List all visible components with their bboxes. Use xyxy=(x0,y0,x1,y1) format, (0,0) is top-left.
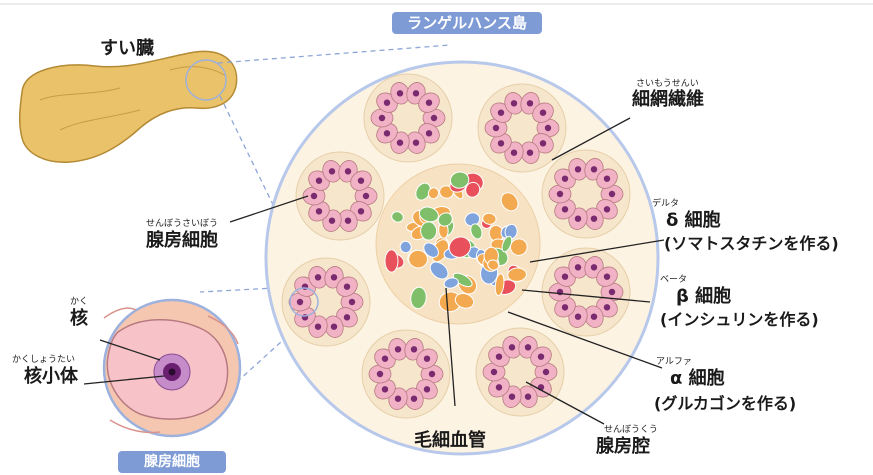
nucleus-label: 核 xyxy=(70,310,88,328)
reticular-fiber-ruby: さいもうせんい xyxy=(636,80,699,89)
pancreas-organ xyxy=(20,51,237,162)
acinus xyxy=(282,258,370,346)
delta-role: (ソマトスタチンを作る) xyxy=(664,236,839,252)
acinus xyxy=(296,152,384,240)
islet-title-pill: ランゲルハンス島 xyxy=(392,12,542,34)
nucleolus-ruby: かくしょうたい xyxy=(12,356,75,365)
acinus xyxy=(542,150,630,238)
alpha-label: α 細胞 xyxy=(670,370,725,388)
acinar-cell-ruby: せんぼうさいぼう xyxy=(146,220,218,229)
nucleus-ruby: かく xyxy=(70,298,88,307)
capillary-label: 毛細血管 xyxy=(414,432,486,450)
pancreas-label: すい臓 xyxy=(100,40,154,58)
acinar-cell-label: 腺房細胞 xyxy=(146,232,218,250)
beta-role: (インシュリンを作る) xyxy=(660,312,819,328)
acinus xyxy=(542,248,630,336)
inset-title-pill: 腺房細胞 xyxy=(118,451,226,473)
delta-label: δ 細胞 xyxy=(666,212,721,230)
alpha-ruby: アルファ xyxy=(656,358,692,367)
islet-cell xyxy=(385,250,398,272)
acinus xyxy=(476,328,564,416)
beta-label: β 細胞 xyxy=(676,288,731,306)
nucleolus-label: 核小体 xyxy=(24,368,78,386)
islet-cell xyxy=(420,222,437,241)
acinus xyxy=(362,330,450,418)
delta-ruby: デルタ xyxy=(652,200,679,209)
beta-ruby: ベータ xyxy=(660,276,687,285)
acinar-lumen-ruby: せんぼうくう xyxy=(604,426,658,435)
islet-cell-cluster xyxy=(376,164,540,324)
reticular-fiber-label: 細網繊維 xyxy=(632,91,704,109)
acinar-lumen-label: 腺房腔 xyxy=(596,438,650,456)
acinus xyxy=(478,84,566,172)
acinus xyxy=(364,74,452,162)
alpha-role: (グルカゴンを作る) xyxy=(654,396,796,412)
